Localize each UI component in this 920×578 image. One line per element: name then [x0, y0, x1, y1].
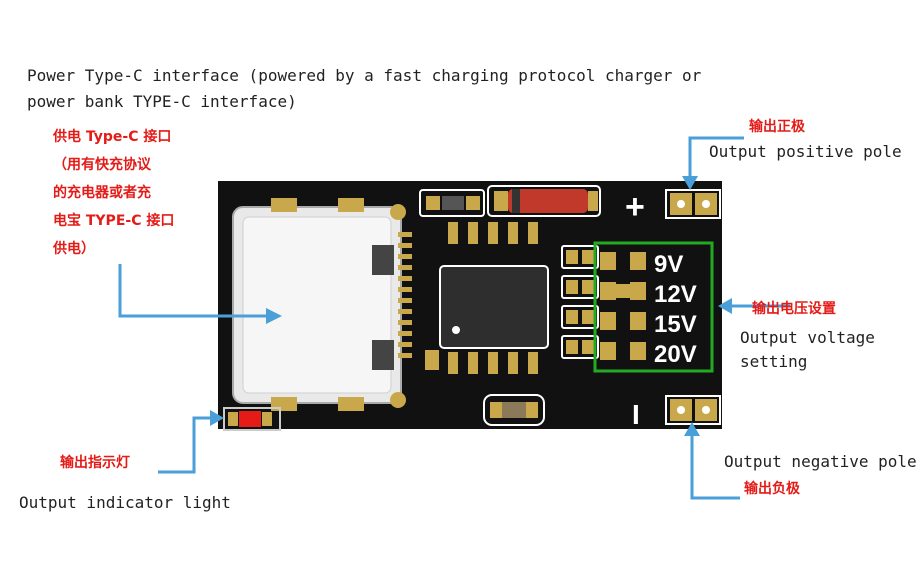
voltage-option-15v: 15V	[654, 311, 697, 338]
indicator-led	[223, 407, 281, 431]
arrow-indicator	[158, 416, 214, 474]
indicator-light-label-en: Output indicator light	[19, 493, 231, 512]
power-interface-label-cn-5: 供电）	[53, 241, 95, 257]
arrow-negative	[690, 432, 740, 500]
power-interface-label-cn-4: 电宝 TYPE-C 接口	[53, 213, 175, 229]
minus-symbol: I	[632, 399, 640, 430]
arrow-positive	[688, 136, 744, 178]
power-interface-label-cn-1: 供电 Type-C 接口	[53, 129, 172, 145]
arrow-typec	[118, 264, 268, 318]
voltage-option-9v: 9V	[654, 251, 683, 278]
power-interface-label-cn-2: （用有快充协议	[53, 157, 151, 173]
diode	[487, 185, 601, 217]
power-interface-label-en-1: Power Type-C interface (powered by a fas…	[27, 66, 702, 85]
voltage-selector: 9V 12V 15V 20V	[593, 241, 714, 373]
usb-c-connector	[232, 198, 412, 411]
voltage-setting-label-en-2: setting	[740, 352, 808, 371]
bottom-smd-component	[483, 394, 545, 426]
indicator-light-label-cn: 输出指示灯	[60, 455, 130, 471]
voltage-setting-label-cn: 输出电压设置	[752, 301, 836, 317]
annotation-arrows	[118, 136, 790, 500]
negative-pole-label-en: Output negative pole	[724, 452, 917, 471]
positive-terminal: +	[625, 188, 721, 226]
positive-pole-label-cn: 输出正极	[749, 119, 805, 135]
power-interface-label-en-2: power bank TYPE-C interface)	[27, 92, 297, 111]
resistor-column	[561, 245, 599, 359]
ic-chip	[425, 222, 549, 374]
arrow-heads	[210, 176, 732, 436]
positive-pole-label-en: Output positive pole	[709, 142, 902, 161]
voltage-setting-label-en-1: Output voltage	[740, 328, 875, 347]
voltage-option-12v: 12V	[654, 281, 697, 308]
top-smd-component	[419, 189, 485, 217]
negative-pole-label-cn: 输出负极	[744, 481, 800, 497]
plus-symbol: +	[625, 188, 645, 226]
voltage-select-box	[593, 241, 714, 373]
power-interface-label-cn-3: 的充电器或者充	[53, 185, 151, 201]
voltage-option-20v: 20V	[654, 341, 697, 368]
